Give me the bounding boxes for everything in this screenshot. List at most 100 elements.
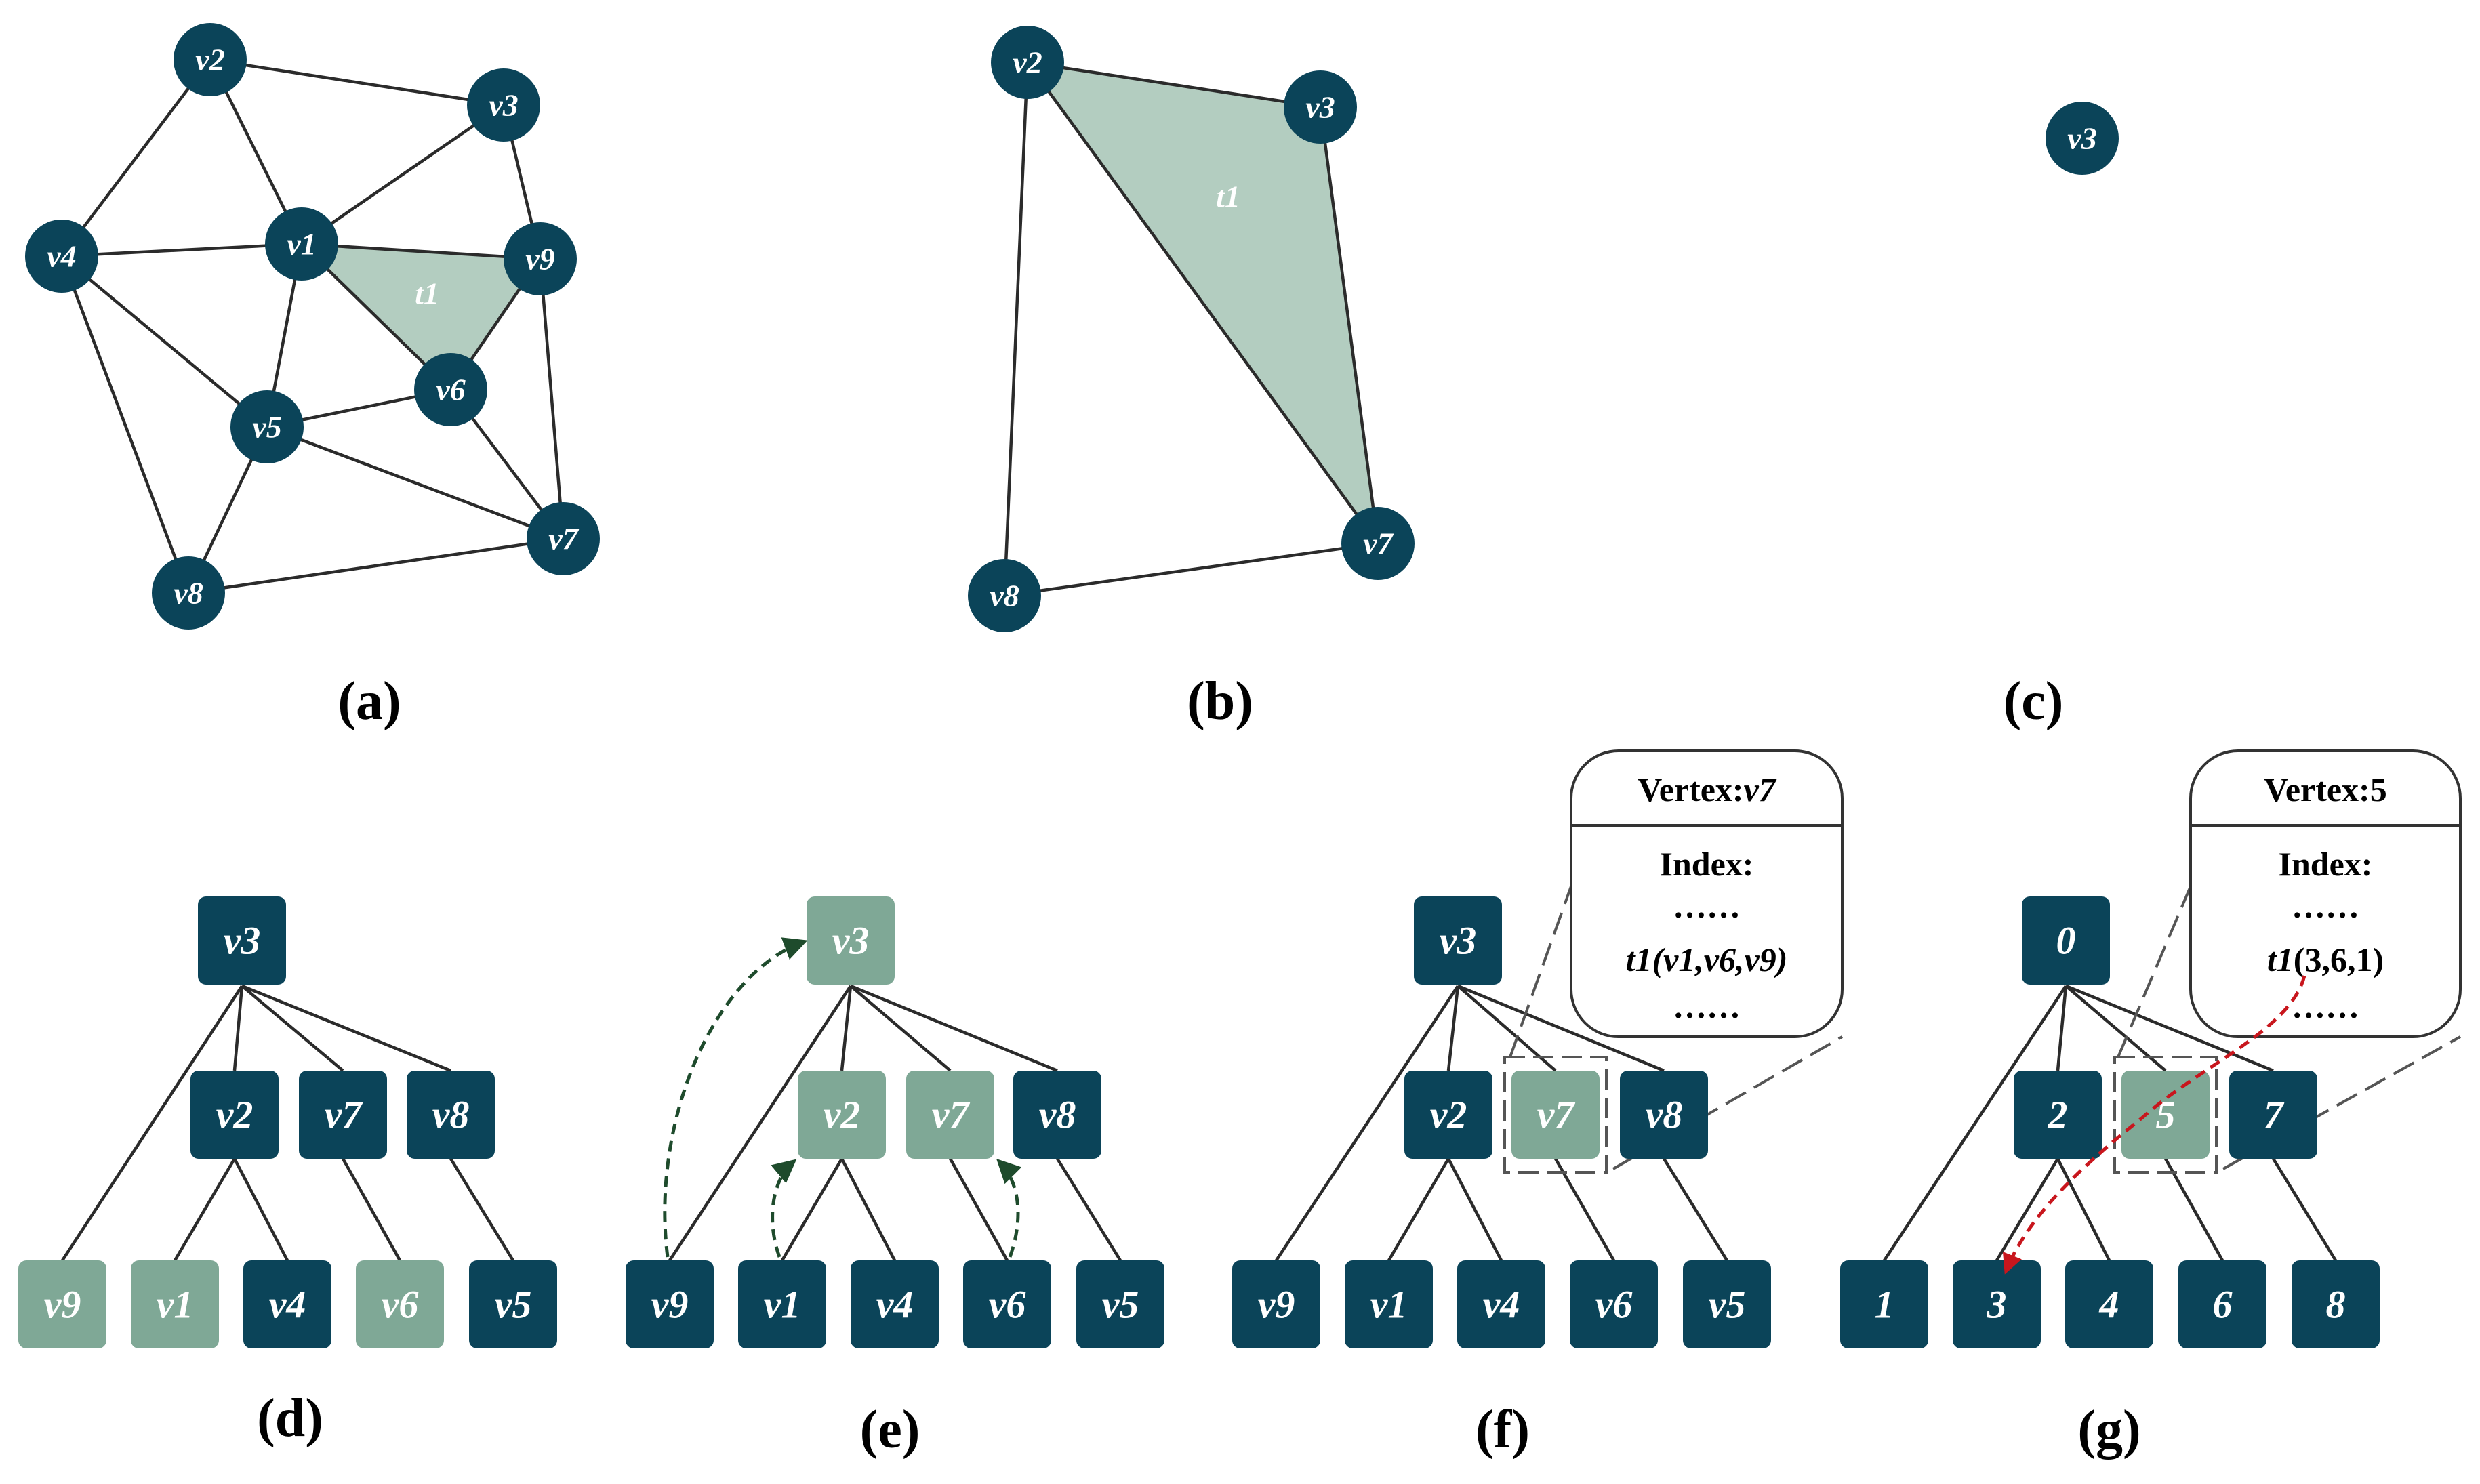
tree-leaf: v5 — [469, 1260, 557, 1348]
node-label: v1 — [764, 1283, 801, 1327]
node-label: v5 — [495, 1283, 532, 1327]
vertex-node: v7 — [527, 502, 600, 575]
callout-connector — [1509, 886, 1572, 1058]
callout-index-label: Index: — [1660, 845, 1754, 883]
vertex-label: v2 — [1013, 45, 1042, 80]
tree-node-highlighted: v7 — [1511, 1071, 1600, 1159]
callout-dots-top: …… — [1673, 887, 1741, 925]
node-label: 4 — [2099, 1283, 2119, 1327]
caption-e: (e) — [860, 1400, 920, 1460]
tree-node: v2 — [1404, 1071, 1492, 1159]
node-label: v7 — [932, 1093, 971, 1137]
vertex-label: v3 — [489, 88, 518, 123]
vertex-label: v7 — [548, 522, 579, 556]
tree-node: 7 — [2229, 1071, 2317, 1159]
callout-dots-bottom: …… — [2292, 987, 2359, 1025]
node-label: v2 — [216, 1093, 253, 1137]
panel-a: t1 v1 v2 v3 v4 v5 v6 v7 v8 v9 — [25, 23, 600, 630]
vertex-node: v2 — [991, 26, 1064, 99]
tree-leaf: v4 — [243, 1260, 331, 1348]
tree-leaf-highlighted: v6 — [356, 1260, 444, 1348]
callout-header-label: Vertex: — [2264, 770, 2370, 808]
node-label: 7 — [2264, 1093, 2285, 1137]
tree-node-root: 0 — [2022, 896, 2110, 985]
node-label: 6 — [2213, 1283, 2233, 1327]
caption-f: (f) — [1476, 1400, 1530, 1460]
tree-leaf: v5 — [1076, 1260, 1164, 1348]
node-label: v3 — [1440, 919, 1477, 963]
tree-leaf: v1 — [1345, 1260, 1433, 1348]
callout-header: Vertex:5 — [2264, 770, 2386, 808]
caption-g: (g) — [2077, 1400, 2140, 1460]
vertex-node: v1 — [265, 207, 338, 281]
tree-leaf: v1 — [738, 1260, 826, 1348]
node-label: v1 — [1370, 1283, 1408, 1327]
tree-leaf: 6 — [2178, 1260, 2266, 1348]
vertex-node: v7 — [1341, 507, 1415, 580]
vertex-label: v5 — [252, 410, 281, 445]
vertex-node: v3 — [1284, 70, 1357, 144]
node-label: 5 — [2156, 1093, 2176, 1137]
vertex-label: v3 — [1305, 90, 1335, 125]
vertex-label: v8 — [990, 579, 1019, 613]
panel-f: v3 v2 v7 v8 v9 v1 v4 v6 v5 Vertex:v7 Ind… — [1232, 749, 1844, 1348]
vertex-label: v4 — [47, 239, 76, 274]
node-label: v8 — [1039, 1093, 1076, 1137]
panel-b: t1 v2 v3 v7 v8 — [968, 26, 1415, 632]
tree-node-highlighted: v7 — [906, 1071, 994, 1159]
tree-node: 2 — [2014, 1071, 2102, 1159]
vertex-label: v9 — [525, 242, 554, 276]
tree-leaf-highlighted: v9 — [18, 1260, 106, 1348]
panel-g: 0 2 5 7 1 3 4 6 8 Vertex:5 Index: …… t1(… — [1840, 749, 2462, 1348]
callout-triangle-entry: t1(v1,v6,v9) — [1626, 941, 1788, 978]
callout-triangle-id: t1 — [1626, 941, 1652, 978]
vertex-label: v6 — [436, 373, 465, 407]
tree-leaf: v6 — [1570, 1260, 1658, 1348]
vertex-label: v3 — [2067, 121, 2096, 156]
tree-leaf: v9 — [626, 1260, 714, 1348]
tree-node: v8 — [407, 1071, 495, 1159]
highlight-box — [2113, 1056, 2218, 1174]
callout-dots-bottom: …… — [1673, 987, 1741, 1025]
callout-triangle-id: t1 — [2267, 941, 2294, 978]
tree-node-root: v3 — [1414, 896, 1502, 985]
node-label: 0 — [2056, 919, 2076, 963]
panel-d: v3 v2 v7 v8 v9 v1 v4 v6 v5 — [18, 896, 557, 1348]
vertex-label: v2 — [195, 43, 224, 77]
tree-leaf: 8 — [2292, 1260, 2380, 1348]
node-label: v8 — [432, 1093, 470, 1137]
node-label: v1 — [157, 1283, 194, 1327]
vertex-node: v4 — [25, 220, 98, 293]
tree-leaf: v6 — [963, 1260, 1051, 1348]
triangle-t1-b — [1024, 60, 1380, 545]
node-label: v9 — [651, 1283, 689, 1327]
node-label: v2 — [1430, 1093, 1467, 1137]
node-label: v7 — [325, 1093, 363, 1137]
triangle-label-a: t1 — [415, 276, 439, 311]
tree-node: v7 — [299, 1071, 387, 1159]
tree-leaf: v4 — [851, 1260, 939, 1348]
highlight-box — [1503, 1056, 1608, 1174]
node-label: v6 — [1595, 1283, 1633, 1327]
tree-node-root: v3 — [198, 896, 286, 985]
vertex-callout-box: Vertex:5 Index: …… t1(3,6,1) …… — [2189, 749, 2462, 1038]
dashed-arrow — [771, 1159, 797, 1258]
node-label: v9 — [44, 1283, 81, 1327]
tree-leaf: v9 — [1232, 1260, 1320, 1348]
tree-node-root-highlighted: v3 — [807, 896, 895, 985]
tree-leaf: 3 — [1953, 1260, 2041, 1348]
dashed-arrow — [663, 937, 808, 1258]
node-label: v5 — [1102, 1283, 1139, 1327]
node-label: v4 — [269, 1283, 306, 1327]
tree-node: v8 — [1620, 1071, 1708, 1159]
callout-triangle-args: (v1,v6,v9) — [1652, 941, 1788, 978]
tree-leaf: v5 — [1683, 1260, 1771, 1348]
node-label: v3 — [224, 919, 261, 963]
triangle-t1-a — [298, 242, 544, 392]
tree-node-highlighted: 5 — [2121, 1071, 2210, 1159]
node-label: 2 — [2048, 1093, 2068, 1137]
caption-b: (b) — [1187, 672, 1253, 731]
node-label: v4 — [876, 1283, 914, 1327]
tree-leaf: 1 — [1840, 1260, 1928, 1348]
caption-d: (d) — [257, 1388, 323, 1448]
